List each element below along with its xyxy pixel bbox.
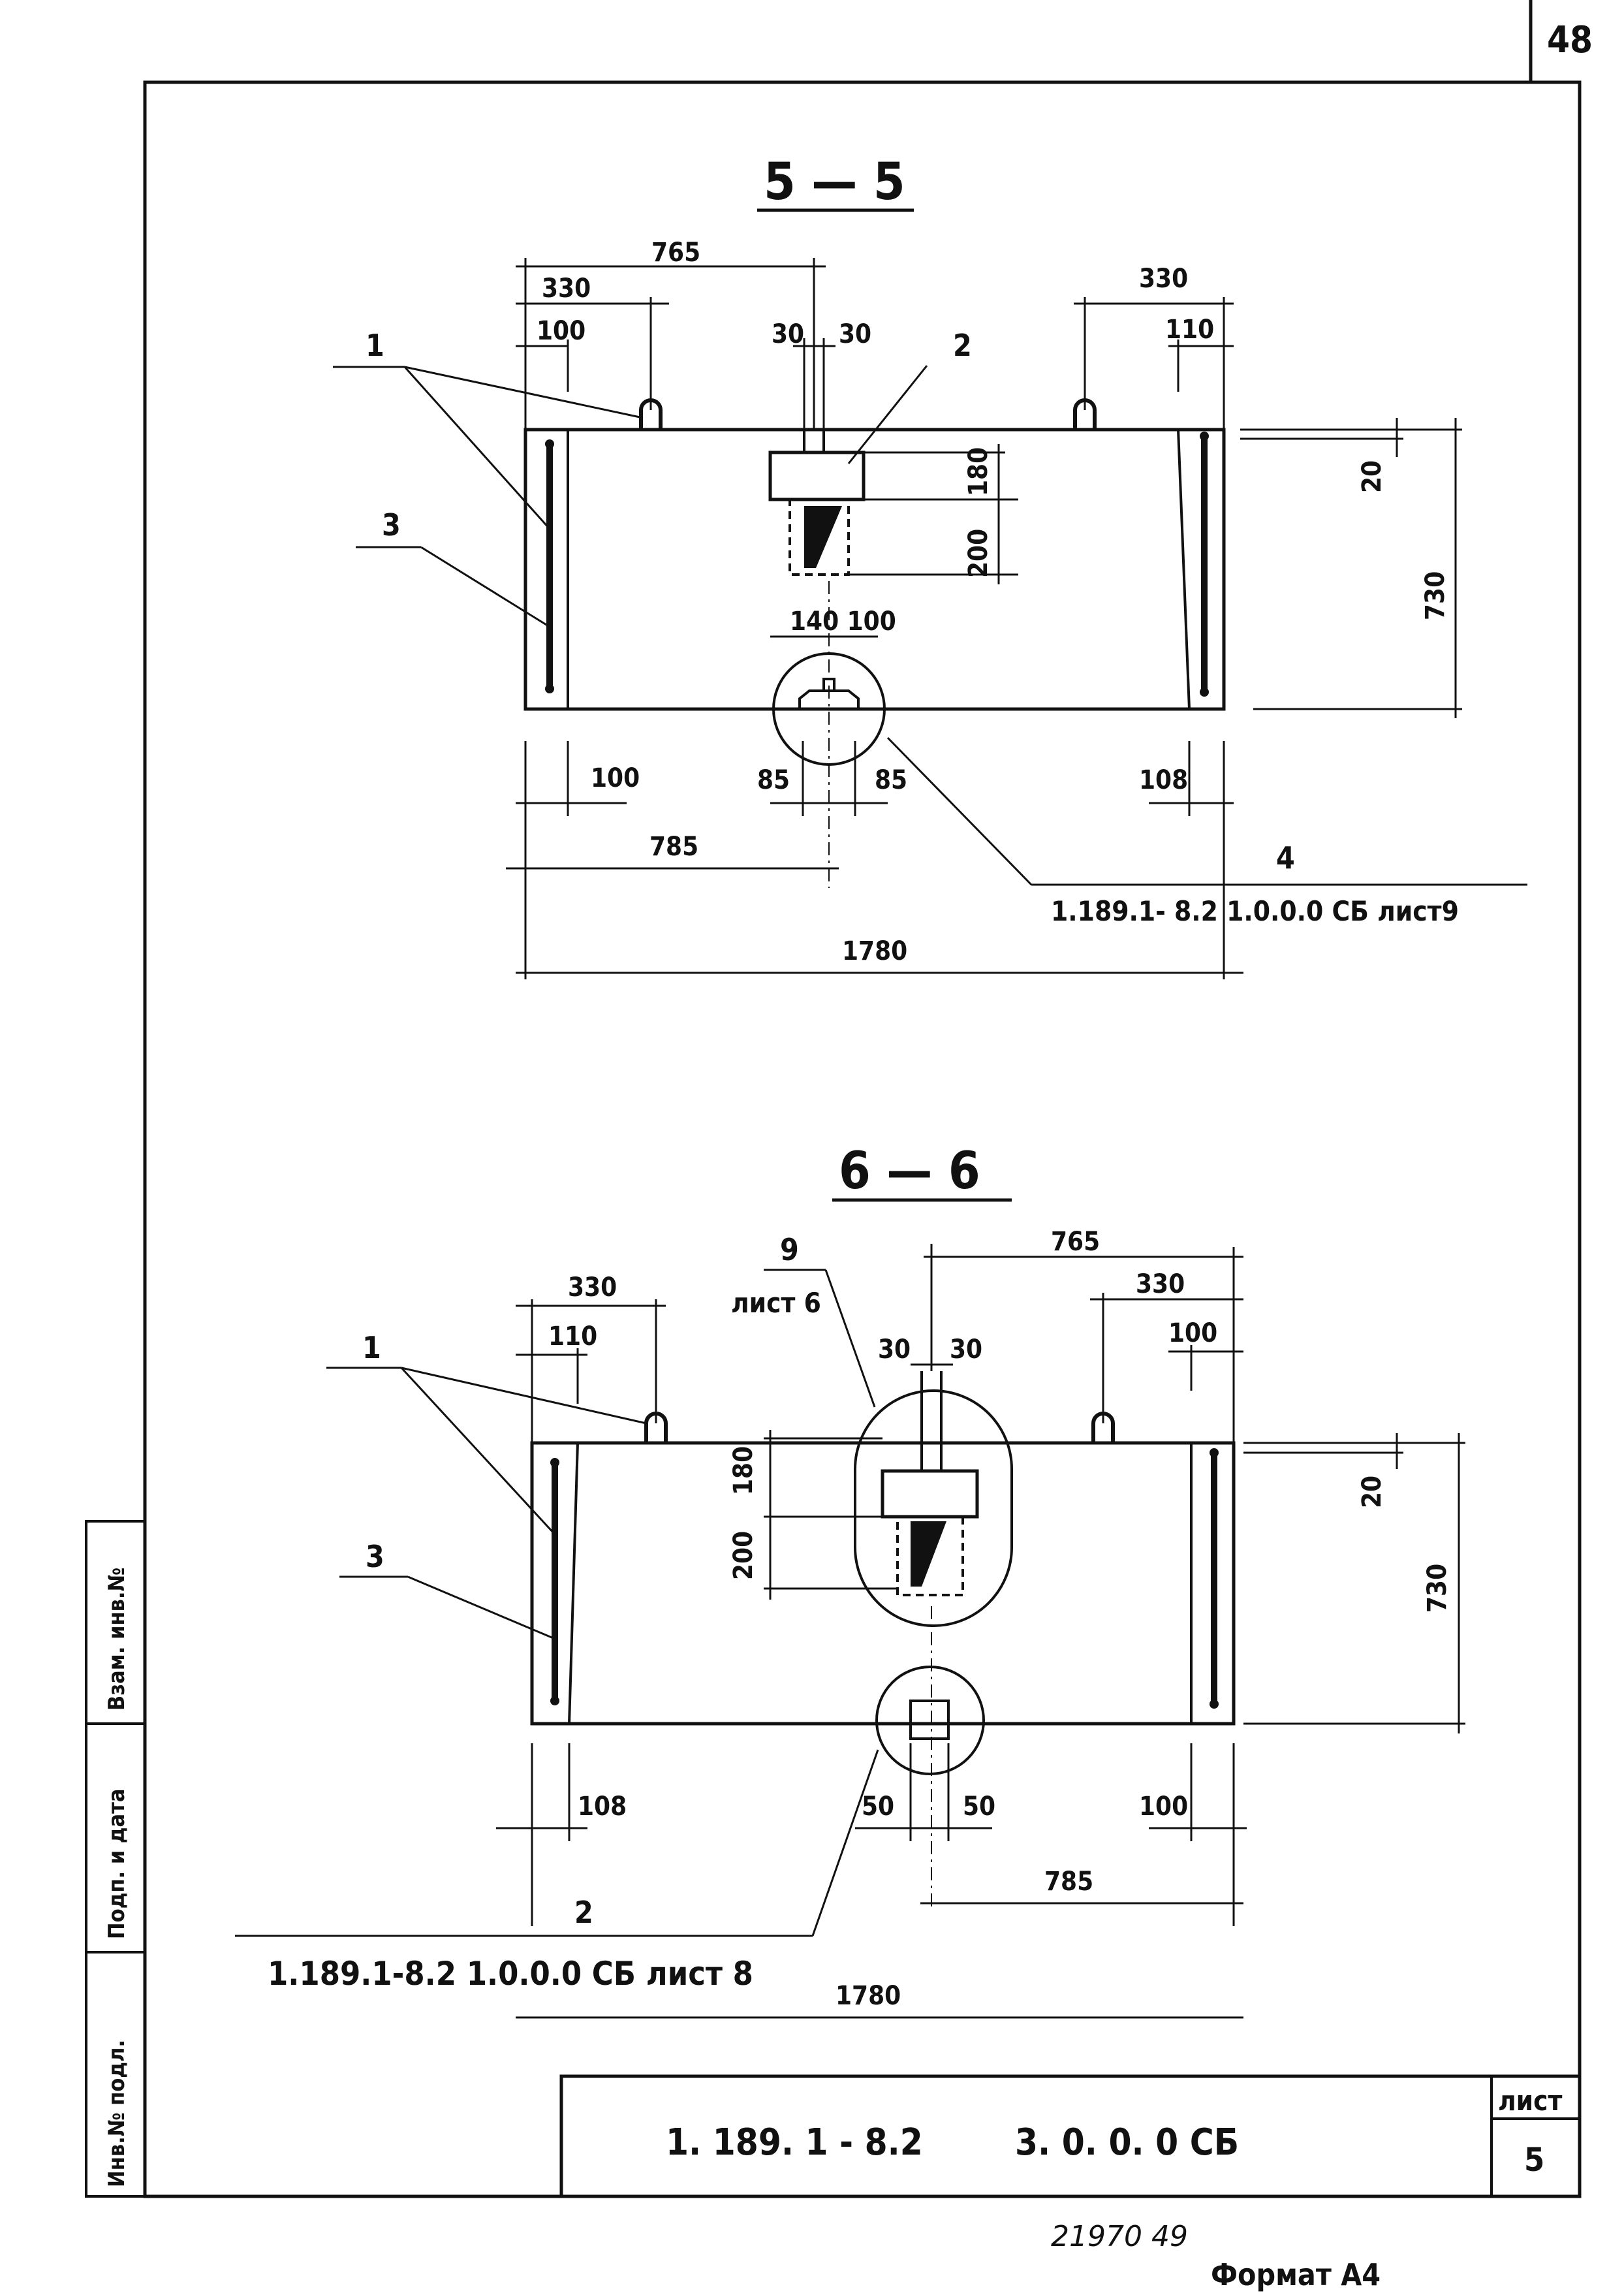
callout-9: 9: [780, 1232, 799, 1267]
footer-handwritten: 21970 49: [1051, 2220, 1188, 2253]
dim-85-b: 85: [875, 765, 907, 795]
document-code: 1. 189. 1 - 8.2: [666, 2121, 923, 2164]
dim-100-left: 100: [537, 316, 586, 346]
section-5-reference: 1.189.1- 8.2 1.0.0.0 СБ лист9: [1051, 895, 1459, 927]
stamp-podp-data: Подп. и дата: [104, 1789, 130, 1940]
format-label: Формат А4: [1211, 2257, 1381, 2292]
drawing-code: 3. 0. 0. 0 СБ: [1015, 2121, 1239, 2164]
dim-180: 180: [728, 1446, 758, 1495]
dim-30-a: 30: [878, 1335, 911, 1365]
slab-body: [523, 428, 1226, 711]
dim-200: 200: [963, 529, 993, 578]
callout-1: 1: [366, 328, 384, 363]
callout-4: 4: [1276, 840, 1295, 876]
dim-20: 20: [1357, 460, 1387, 493]
dim-85-a: 85: [757, 765, 790, 795]
slab-body: [530, 1441, 1236, 1726]
dim-330-left: 330: [542, 274, 591, 304]
dim-30-a: 30: [772, 319, 804, 349]
title-block: 1. 189. 1 - 8.2 3. 0. 0. 0 СБ лист 5: [559, 2074, 1582, 2198]
dim-785: 785: [649, 832, 698, 862]
section-6-title: 6 — 6: [839, 1142, 980, 1201]
dim-765: 765: [1051, 1227, 1100, 1257]
callout-2: 2: [953, 328, 972, 363]
dim-200: 200: [728, 1531, 758, 1580]
dim-330-right: 330: [1136, 1269, 1185, 1299]
dim-110-right: 110: [1165, 315, 1214, 345]
stamp-vzam-inv: Взам. инв.№: [104, 1568, 130, 1711]
dim-730: 730: [1420, 571, 1450, 620]
dim-180: 180: [963, 447, 993, 496]
section-6-reference: 1.189.1-8.2 1.0.0.0 СБ лист 8: [268, 1955, 753, 1993]
page-number: 48: [1547, 19, 1593, 61]
callout-2: 2: [574, 1895, 593, 1930]
section-6-6: 6 — 6: [235, 1142, 1465, 2019]
section-5-5: 5 — 5: [333, 153, 1527, 979]
dim-20: 20: [1357, 1476, 1387, 1508]
dim-30-b: 30: [950, 1335, 982, 1365]
dim-1780: 1780: [835, 1981, 901, 2011]
dim-330-right: 330: [1139, 264, 1188, 294]
dim-140-100: 140 100: [790, 607, 896, 637]
callout-3: 3: [382, 507, 401, 543]
dim-108: 108: [1139, 765, 1188, 795]
dim-785: 785: [1044, 1867, 1093, 1897]
callout-3: 3: [366, 1539, 384, 1574]
dim-30-b: 30: [839, 319, 871, 349]
dim-108: 108: [578, 1792, 627, 1822]
dim-765: 765: [651, 238, 700, 268]
side-stamp: Инв.№ подл. Подп. и дата Взам. инв.№: [85, 1520, 146, 2198]
dim-330-left: 330: [568, 1273, 617, 1303]
callout-1: 1: [362, 1330, 381, 1365]
section-5-title: 5 — 5: [764, 153, 905, 212]
dim-100-right: 100: [1168, 1318, 1217, 1348]
sheet-frame: [143, 80, 1582, 2198]
dim-730: 730: [1422, 1564, 1452, 1613]
dim-1780: 1780: [842, 936, 907, 966]
dim-bottom-100: 100: [591, 763, 640, 793]
callout-9-sheet: лист 6: [731, 1287, 821, 1319]
sheet-number: 5: [1524, 2141, 1544, 2179]
stamp-inv-podl: Инв.№ подл.: [104, 2040, 130, 2187]
dim-bottom-100: 100: [1139, 1792, 1188, 1822]
dim-50-b: 50: [963, 1792, 995, 1822]
dim-110-left: 110: [548, 1321, 597, 1352]
sheet-label: лист: [1498, 2085, 1563, 2117]
dim-50-a: 50: [862, 1792, 894, 1822]
